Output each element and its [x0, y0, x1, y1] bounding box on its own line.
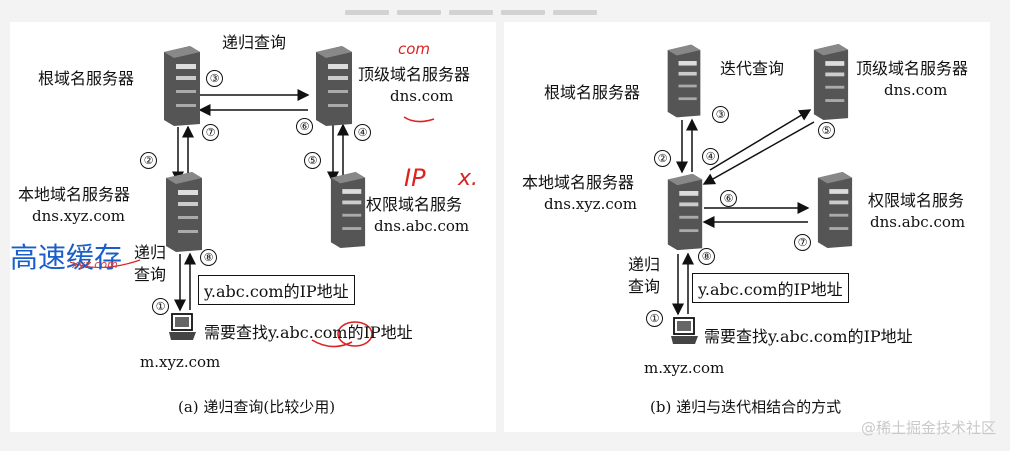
- annotation-cache: 高速缓存: [10, 241, 123, 274]
- client-host-label: m.xyz.com: [140, 353, 221, 371]
- recursive-side-label-2: 查询: [134, 265, 167, 284]
- step-6: ⑥: [296, 118, 313, 135]
- root-server-icon: [667, 44, 701, 118]
- step-5: ⑤: [818, 122, 835, 139]
- local-server-label: 本地域名服务器: [522, 173, 635, 192]
- step-7: ⑦: [202, 124, 219, 141]
- step-7: ⑦: [794, 234, 811, 251]
- client-query-label: 需要查找y.abc.com的IP地址: [204, 323, 413, 342]
- answer-box: y.abc.com的IP地址: [692, 273, 849, 303]
- iterative-query-title: 迭代查询: [720, 59, 785, 78]
- step-8: ⑧: [698, 248, 715, 265]
- root-server-label: 根域名服务器: [544, 83, 641, 102]
- recursive-side-label-2: 查询: [628, 277, 661, 296]
- recursive-side-label-1: 递归: [134, 243, 167, 262]
- annotation-xyz: xyz.com: [72, 258, 118, 271]
- recursive-query-title: 递归查询: [222, 33, 287, 52]
- local-server-icon: [166, 172, 202, 252]
- step-1: ①: [646, 310, 663, 327]
- top-tab-strip: [345, 0, 625, 15]
- annotation-ip: IP: [404, 164, 426, 192]
- auth-server-icon: [817, 172, 853, 248]
- panel-iterative-query: 迭代查询 根域名服务器 顶级域名服务器 dns.com 本地域名服务器 dns.…: [504, 22, 990, 432]
- client-computer-icon: [169, 313, 196, 340]
- local-server-icon: [667, 173, 703, 251]
- root-server-label: 根域名服务器: [38, 69, 135, 88]
- annotation-x: x.: [458, 166, 479, 191]
- panel-a-caption: (a) 递归查询(比较少用): [178, 398, 336, 416]
- step-5: ⑤: [304, 152, 321, 169]
- tld-server-icon: [813, 44, 849, 120]
- annotation-com: com: [398, 40, 431, 58]
- step-6: ⑥: [720, 190, 737, 207]
- auth-server-label: 权限域名服务: [366, 195, 463, 214]
- local-server-label: 本地域名服务器: [18, 185, 131, 204]
- recursive-side-label-1: 递归: [628, 255, 661, 274]
- local-server-sub: dns.xyz.com: [32, 207, 125, 225]
- local-server-sub: dns.xyz.com: [544, 195, 637, 213]
- step-3: ③: [712, 106, 729, 123]
- step-4: ④: [702, 148, 719, 165]
- auth-server-label: 权限域名服务: [868, 191, 965, 210]
- step-1: ①: [152, 298, 169, 315]
- tld-server-sub: dns.com: [390, 87, 454, 105]
- step-2: ②: [140, 152, 157, 169]
- tld-server-label: 顶级域名服务器: [856, 59, 969, 78]
- auth-server-icon: [330, 172, 366, 248]
- step-8: ⑧: [200, 249, 217, 266]
- client-computer-icon: [671, 317, 698, 344]
- tld-server-label: 顶级域名服务器: [358, 65, 471, 84]
- panel-b-caption: (b) 递归与迭代相结合的方式: [650, 398, 842, 416]
- step-4: ④: [354, 124, 371, 141]
- step-2: ②: [654, 150, 671, 167]
- client-query-label: 需要查找y.abc.com的IP地址: [704, 327, 913, 346]
- panel-a-arrows: [69, 89, 435, 348]
- tld-server-icon: [316, 46, 352, 126]
- panel-recursive-query: 递归查询 根域名服务器 顶级域名服务器 dns.com 本地域名服务器 dns.…: [10, 22, 496, 432]
- answer-box: y.abc.com的IP地址: [198, 275, 355, 305]
- auth-server-sub: dns.abc.com: [870, 213, 966, 231]
- panel-b-arrows: [672, 109, 815, 316]
- auth-server-sub: dns.abc.com: [374, 217, 470, 235]
- client-host-label: m.xyz.com: [644, 359, 725, 377]
- root-server-icon: [164, 46, 200, 126]
- site-watermark: @稀土掘金技术社区: [860, 419, 996, 437]
- tld-server-sub: dns.com: [884, 81, 948, 99]
- step-3: ③: [206, 70, 223, 87]
